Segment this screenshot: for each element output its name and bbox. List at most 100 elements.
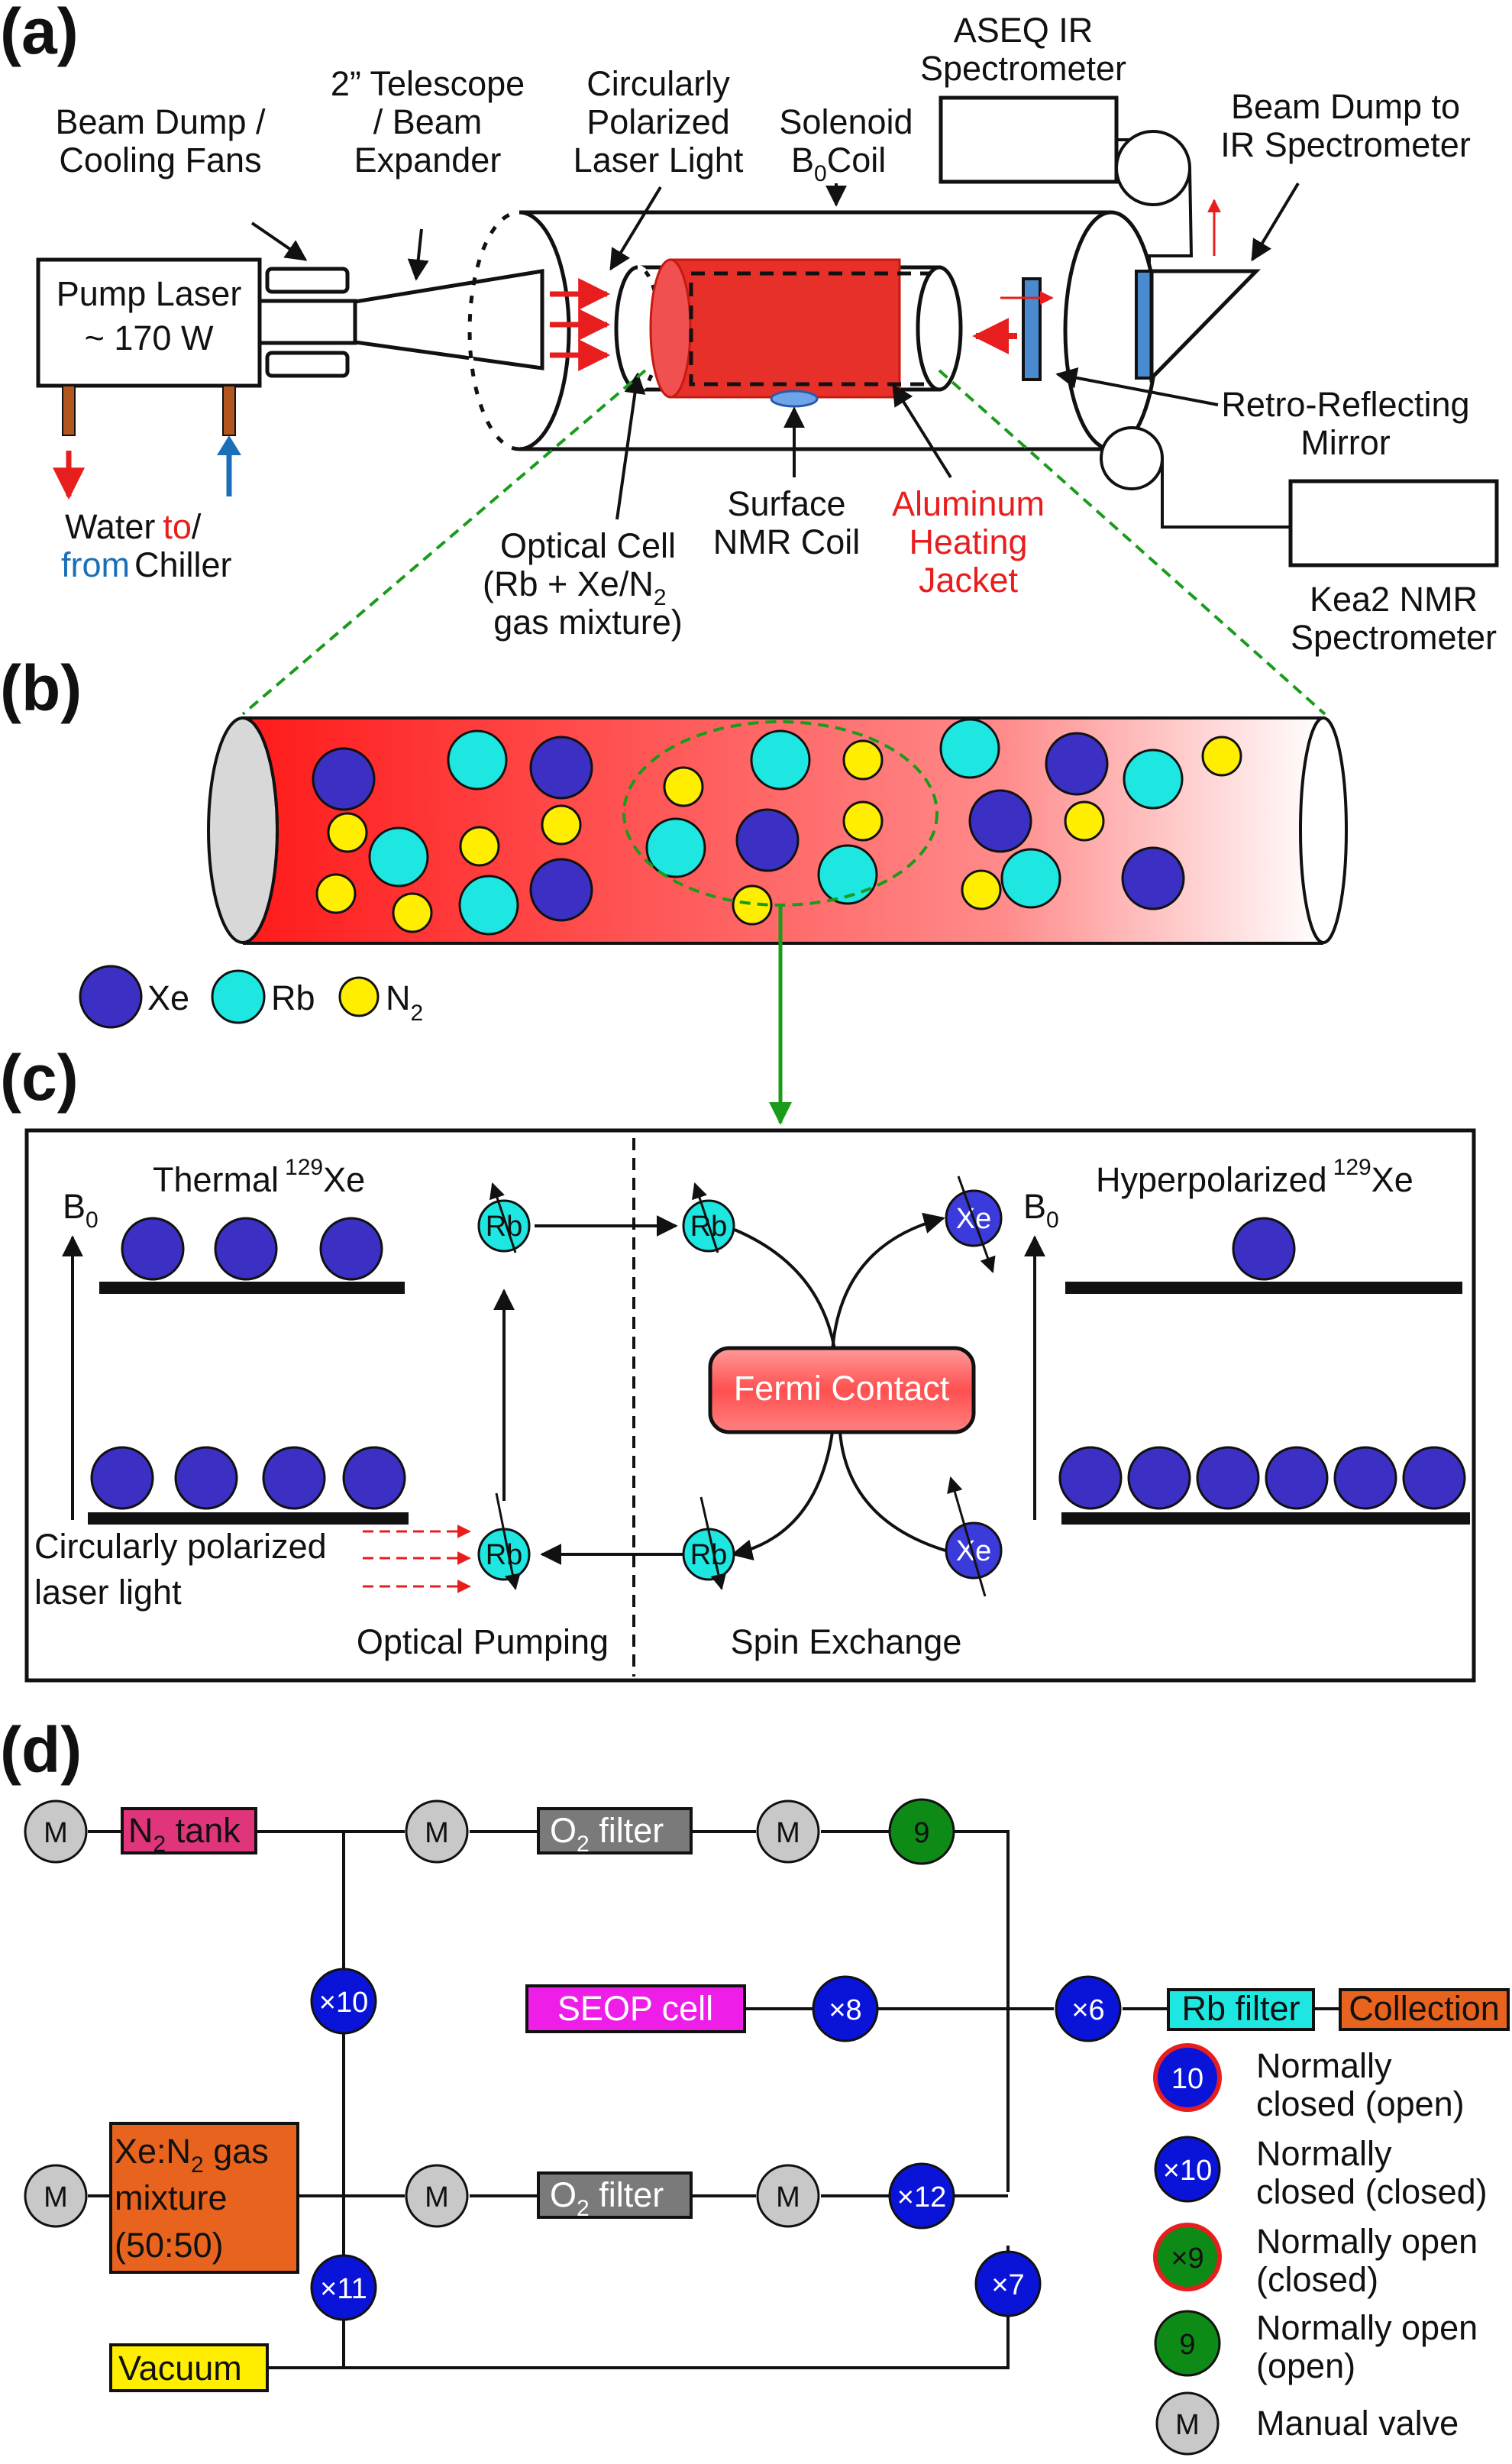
manual-valve[interactable]: [24, 1799, 88, 1864]
panel-a-label: (a): [0, 0, 79, 67]
legend-no-closed-label: Normally open(closed): [1256, 2222, 1478, 2299]
xe-spin-exchange-top: [957, 1175, 996, 1273]
heating-pointer: [892, 383, 952, 479]
valve-8-label: ×8: [829, 1994, 861, 2026]
manual-valve[interactable]: [24, 2164, 88, 2228]
rb-label-exchange-bottom: Rb: [690, 1539, 728, 1571]
xe-mixture-label-3: (50:50): [115, 2226, 224, 2265]
beam-dump-body: [257, 299, 357, 345]
atoms-group: [312, 718, 1242, 936]
rb-atom: [368, 826, 429, 888]
panel-d-label: (d): [0, 1714, 82, 1786]
rb-atom: [1000, 848, 1061, 909]
manual-valve-label: M: [425, 2181, 449, 2213]
rb-label-pump-bottom: Rb: [486, 1539, 523, 1571]
xe-atom: [735, 808, 800, 872]
beam-dump-pointer: [250, 222, 308, 261]
b0-label-left: B0: [63, 1187, 99, 1233]
hyper-lower-xe-4: [1265, 1446, 1329, 1510]
thermal-lower-xe-3: [262, 1446, 326, 1510]
thermal-lower-level: [88, 1512, 409, 1525]
laser-leg-right: [222, 385, 236, 436]
legend-no-open-sym-label: 9: [1179, 2329, 1195, 2361]
optical-cell-right: [916, 265, 963, 392]
fan-top: [265, 267, 350, 294]
xe-atom: [1121, 846, 1185, 910]
legend-manual-sym-label: M: [1175, 2409, 1200, 2441]
cell-tube-right-end: [1299, 716, 1348, 944]
solenoid-label: Solenoid: [779, 102, 913, 141]
n2-atom: [541, 804, 582, 846]
o2-filter-box-top[interactable]: [537, 1807, 693, 1854]
telescope-expander: [353, 269, 544, 370]
xe-spin-exchange-bottom: [947, 1476, 987, 1597]
valve-8[interactable]: [812, 1975, 879, 2042]
legend-xe-label: Xe: [147, 978, 189, 1017]
n2-tank-label: N2 tank: [128, 1811, 241, 1857]
fermi-curve-bottom-left: [731, 1431, 834, 1561]
fan-bottom: [265, 351, 350, 378]
valve-7-label: ×7: [991, 2269, 1024, 2301]
valve-7[interactable]: [974, 2250, 1042, 2317]
n2-atom: [842, 800, 884, 842]
thermal-upper-xe-3: [319, 1217, 383, 1281]
hyper-lower-xe-1: [1058, 1446, 1123, 1510]
n2-atom: [327, 812, 368, 853]
legend-manual-label: Manual valve: [1256, 2404, 1459, 2443]
rb-filter-box[interactable]: [1167, 1988, 1315, 2031]
xe-mixture-box[interactable]: [109, 2122, 299, 2274]
kea-cable: [1161, 458, 1291, 529]
legend-rb-marker: [211, 969, 266, 1024]
hyper-lower-xe-5: [1333, 1446, 1397, 1510]
valve-9-label: 9: [913, 1817, 929, 1849]
vacuum-label: Vacuum: [118, 2349, 242, 2388]
xe-mixture-label: Xe:N2 gas: [115, 2132, 269, 2178]
valve-9[interactable]: [888, 1798, 955, 1865]
manual-valve-label: M: [776, 2181, 800, 2213]
panel-b-label: (b): [0, 652, 82, 724]
legend-nc-closed-symbol: [1154, 2136, 1221, 2203]
n2-atom: [392, 892, 433, 933]
o2-filter-box-bottom[interactable]: [537, 2171, 693, 2219]
n2-tank-box[interactable]: [121, 1807, 257, 1854]
circ-light-pointer: [609, 186, 662, 271]
vacuum-box[interactable]: [109, 2343, 269, 2392]
thermal-lower-xe-2: [174, 1446, 238, 1510]
solenoid-left-dash: [467, 210, 520, 451]
heating-jacket-left: [649, 258, 692, 399]
fermi-curve-top-left: [734, 1228, 838, 1360]
manual-valve-label: M: [44, 1817, 68, 1849]
legend-nc-open-symbol: [1153, 2043, 1222, 2112]
thermal-upper-xe-1: [121, 1217, 185, 1281]
valve-12[interactable]: [888, 2162, 955, 2230]
n2-atom: [1201, 736, 1242, 777]
xe-atom: [529, 858, 593, 922]
rb-atom: [750, 729, 811, 791]
valve-6[interactable]: [1055, 1975, 1122, 2042]
legend-no-open-symbol: [1154, 2310, 1221, 2377]
hyper-upper-level: [1065, 1282, 1462, 1294]
manual-valve-label: M: [44, 2181, 68, 2213]
manual-valve[interactable]: [756, 1799, 820, 1864]
manual-valve[interactable]: [756, 2164, 820, 2228]
retro-mirror: [1022, 277, 1042, 381]
ir-beam-dump: [1149, 269, 1261, 383]
valve-10[interactable]: [310, 1968, 377, 2035]
rb-atom: [939, 718, 1000, 779]
thermal-lower-xe-1: [90, 1446, 154, 1510]
kea-fiber-loop: [1100, 426, 1164, 490]
valve-11[interactable]: [310, 2254, 377, 2321]
rb-spin-pump-bottom: [495, 1492, 521, 1591]
hyper-lower-level: [1061, 1512, 1470, 1525]
solenoid-cylinder: [519, 210, 1111, 451]
seop-cell-box[interactable]: [525, 1984, 746, 2033]
o2-filter-label-top: O2 filter: [550, 1811, 664, 1857]
manual-valve[interactable]: [405, 1799, 469, 1864]
manual-valve[interactable]: [405, 2164, 469, 2228]
collection-box[interactable]: [1339, 1988, 1510, 2031]
